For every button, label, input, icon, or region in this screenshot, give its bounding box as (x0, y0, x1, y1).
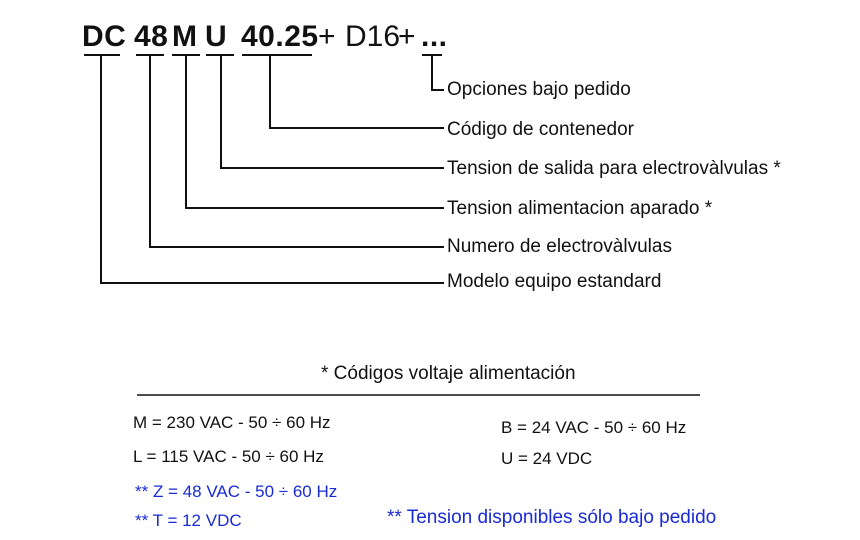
code-part-valve-count: 48 (134, 20, 169, 53)
label-options: Opciones bajo pedido (447, 79, 631, 100)
label-valve-count: Numero de electrovàlvulas (447, 236, 672, 257)
voltage-code-u: U = 24 VDC (501, 449, 593, 468)
code-part-supply-voltage: M (172, 20, 198, 53)
code-ellipsis: ... (421, 20, 448, 53)
voltage-code-z: ** Z = 48 VAC - 50 ÷ 60 Hz (135, 482, 338, 501)
code-plus-1: + (318, 20, 336, 53)
leader-model (100, 55, 444, 284)
leader-valve-count (149, 55, 444, 248)
code-part-container: 40.25 (241, 20, 319, 53)
label-model: Modelo equipo estandard (447, 271, 662, 292)
leader-output-voltage (220, 55, 444, 169)
code-plus-2: + (398, 20, 416, 53)
on-request-note: ** Tension disponibles sólo bajo pedido (387, 507, 717, 528)
voltage-code-t: ** T = 12 VDC (135, 511, 242, 530)
label-supply-voltage: Tension alimentacion aparado * (447, 198, 713, 219)
voltage-code-b: B = 24 VAC - 50 ÷ 60 Hz (501, 418, 687, 437)
code-part-extra: D16 (345, 20, 401, 53)
leader-supply-voltage (185, 55, 444, 209)
voltage-codes-title: * Códigos voltaje alimentación (321, 363, 576, 384)
voltage-code-m: M = 230 VAC - 50 ÷ 60 Hz (133, 413, 331, 432)
leader-options (431, 55, 444, 91)
label-output-voltage: Tension de salida para electrovàlvulas * (447, 158, 781, 179)
voltage-code-l: L = 115 VAC - 50 ÷ 60 Hz (133, 447, 324, 466)
code-part-output-voltage: U (205, 20, 228, 53)
code-part-dc: DC (82, 20, 127, 53)
label-container: Código de contenedor (447, 119, 634, 140)
leader-container (269, 55, 444, 129)
